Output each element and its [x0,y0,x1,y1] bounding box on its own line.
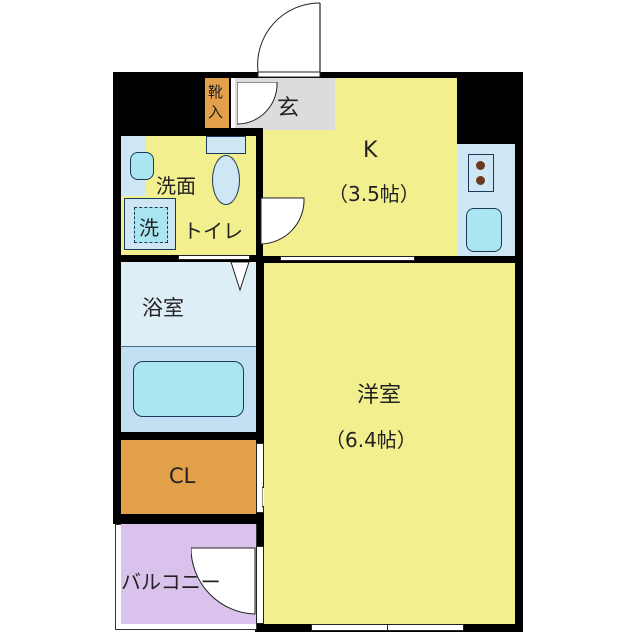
balcony-label: バルコニー [121,570,221,594]
western-room-label: 洋室 [357,383,402,408]
genkan-door-icon[interactable] [237,82,283,128]
washer-label: 洗 [139,216,159,240]
toilet-tank [206,136,246,154]
bathroom [121,262,256,346]
closet-door-slot[interactable] [256,443,264,513]
wall-cl-balcony [113,514,263,524]
shoe-closet-label: 靴入 [208,83,224,121]
stove [468,154,494,192]
window-center-mullion [387,624,388,631]
kitchen-label: K [363,138,378,163]
kitchen-lower [262,130,457,258]
kitchen-sink-icon [466,208,502,252]
bathtub-icon [133,361,244,417]
wall-bath-cl [113,432,263,440]
wall-washroom-kitchen [256,130,263,262]
closet-label: CL [169,464,196,488]
burner-icon [476,176,485,185]
sliding-door-kitchen-western[interactable] [280,256,415,261]
outer-wall-right [515,72,523,632]
toilet-bowl-icon [212,155,240,205]
bath-door-slot[interactable] [178,255,250,260]
balcony-door-icon[interactable] [191,546,257,616]
entrance-door-icon[interactable] [250,0,330,80]
wall-washroom-top [113,128,263,136]
bath-label: 浴室 [142,296,184,320]
washroom-label: 洗面 [156,174,196,198]
kitchen-size: （3.5帖） [328,182,420,206]
shoe-closet: 靴入 [205,78,229,128]
balcony-window-slot[interactable] [256,546,264,624]
western-room [264,263,515,624]
western-room-size: （6.4帖） [325,428,417,452]
outer-wall-left [113,72,121,522]
toilet-door-icon[interactable] [258,196,308,250]
burner-icon [476,161,485,170]
bath-door-swing-icon [230,262,250,292]
wall-block-left-top [113,72,205,134]
washer-icon: 洗 [134,207,168,243]
toilet-label: トイレ [183,219,243,243]
closet: CL [121,440,256,514]
shoe-closet-edge [229,78,235,130]
washbasin-icon [130,152,154,180]
genkan-label: 玄 [277,96,300,121]
wall-block-right-top [457,72,523,144]
